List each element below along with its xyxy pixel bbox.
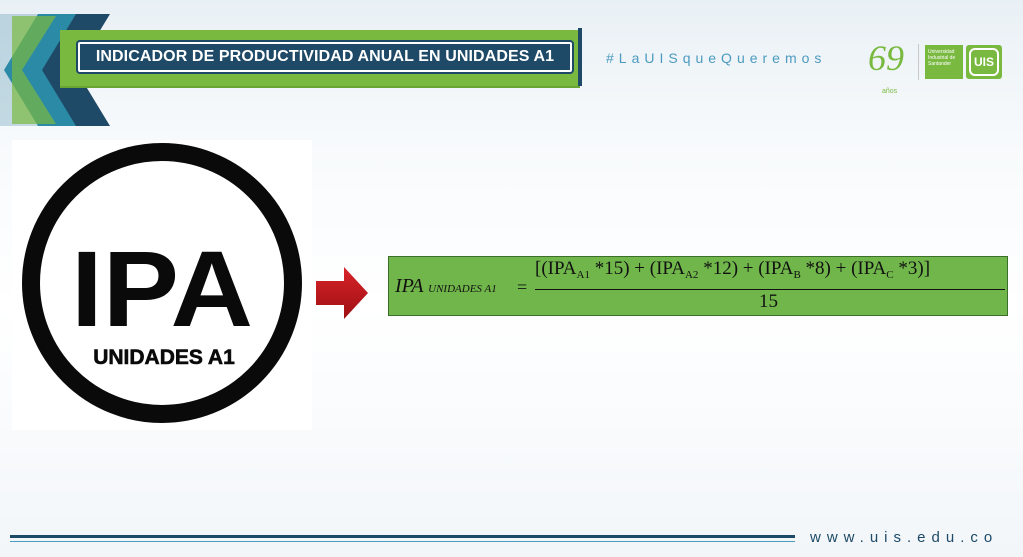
anniversary-number: 69: [868, 38, 904, 78]
ipa-badge-graphic: IPA UNIDADES A1: [22, 143, 302, 423]
formula-lhs-symbol: IPA: [395, 275, 424, 297]
title-banner: INDICADOR DE PRODUCTIVIDAD ANUAL EN UNID…: [60, 30, 580, 88]
badge-caption: UNIDADES A1: [93, 346, 235, 369]
term-a1: *15) + (IPA: [589, 258, 685, 279]
formula-box: IPA UNIDADES A1 = [(IPAA1 *15) + (IPAA2 …: [388, 256, 1008, 316]
website-link[interactable]: www.uis.edu.co: [810, 529, 999, 546]
title-divider: [578, 28, 582, 86]
term-c: *3)]: [893, 258, 931, 279]
footer-rule-thin: [10, 541, 795, 542]
ipa-badge-panel: IPA UNIDADES A1: [12, 140, 312, 430]
title-box: INDICADOR DE PRODUCTIVIDAD ANUAL EN UNID…: [78, 42, 572, 72]
numerator-open: [(IPA: [535, 258, 577, 279]
hashtag-text: #LaUISqueQueremos: [606, 50, 827, 66]
badge-acronym: IPA: [71, 228, 253, 349]
anniversary-label: años: [882, 88, 898, 95]
anniversary-logo: 69 años: [868, 38, 912, 95]
term-a2: *12) + (IPA: [698, 258, 794, 279]
term-b: *8) + (IPA: [800, 258, 887, 279]
formula-denominator: 15: [759, 291, 778, 312]
sub-a1: A1: [576, 269, 590, 281]
formula-equals: =: [517, 277, 528, 297]
page-title: INDICADOR DE PRODUCTIVIDAD ANUAL EN UNID…: [95, 48, 555, 65]
sub-c: C: [886, 269, 894, 281]
fraction-bar: [535, 289, 1005, 290]
university-name-logo: Universidad Industrial de Santander: [925, 45, 963, 79]
uis-emblem-text: UIS: [969, 48, 999, 76]
uis-emblem-logo: UIS: [966, 45, 1002, 79]
footer-rule: [10, 535, 795, 538]
sub-b: B: [793, 269, 801, 281]
sub-a2: A2: [684, 269, 699, 281]
formula-lhs-subscript: UNIDADES A1: [428, 283, 497, 295]
arrow-right-icon: [316, 267, 368, 319]
formula-lhs: IPA UNIDADES A1: [395, 275, 497, 298]
logo-separator: [918, 44, 919, 80]
formula-numerator: [(IPAA1 *15) + (IPAA2 *12) + (IPAB *8) +…: [535, 258, 930, 281]
